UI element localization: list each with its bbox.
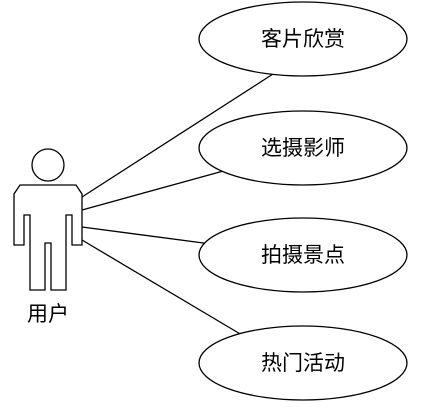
use-case-label: 选摄影师 bbox=[261, 136, 345, 160]
use-case-ellipse bbox=[198, 1, 408, 77]
association-line-3 bbox=[81, 226, 212, 245]
use-case-4[interactable]: 热门活动 bbox=[198, 325, 408, 401]
use-case-ellipse bbox=[198, 110, 408, 186]
actor-head bbox=[31, 148, 65, 182]
actor-label: 用户 bbox=[27, 302, 69, 326]
actor-user[interactable]: 用户 bbox=[13, 148, 83, 326]
actor-icon bbox=[13, 148, 83, 291]
association-line-1 bbox=[81, 73, 274, 198]
use-case-2[interactable]: 选摄影师 bbox=[198, 110, 408, 186]
use-case-ellipse bbox=[198, 325, 408, 401]
association-line-4 bbox=[81, 239, 248, 339]
use-case-label: 拍摄景点 bbox=[261, 243, 345, 267]
use-case-1[interactable]: 客片欣赏 bbox=[198, 1, 408, 77]
actor-body bbox=[13, 184, 83, 291]
use-case-ellipse bbox=[198, 217, 408, 293]
associations bbox=[81, 73, 274, 339]
use-case-label: 客片欣赏 bbox=[261, 27, 345, 51]
use-case-label: 热门活动 bbox=[261, 351, 345, 375]
association-line-2 bbox=[81, 169, 228, 211]
use-case-3[interactable]: 拍摄景点 bbox=[198, 217, 408, 293]
